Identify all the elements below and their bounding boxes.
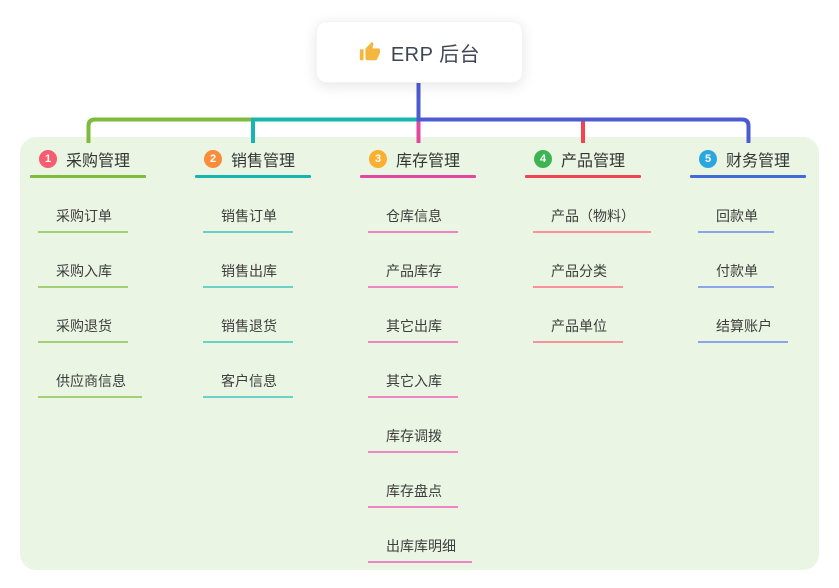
child-node-label: 销售订单 — [203, 206, 293, 233]
branch-number-badge: 3 — [369, 150, 387, 168]
branch-underline — [360, 175, 476, 178]
child-node[interactable]: 采购退货 — [30, 288, 146, 343]
connector-branch1 — [86, 117, 253, 143]
branch-children: 仓库信息 产品库存 其它出库 其它入库 库存调拨 — [360, 178, 476, 563]
child-node-label: 采购订单 — [38, 206, 128, 233]
branch-finance: 5 财务管理 回款单 付款单 结算账户 — [690, 146, 806, 343]
child-node[interactable]: 库存调拨 — [360, 398, 476, 453]
branch-children: 回款单 付款单 结算账户 — [690, 178, 806, 343]
child-node[interactable]: 结算账户 — [690, 288, 806, 343]
branch-product: 4 产品管理 产品（物料） 产品分类 产品单位 — [525, 146, 651, 343]
child-node-label: 库存盘点 — [368, 481, 458, 508]
root-node-erp[interactable]: ERP 后台 — [316, 21, 523, 83]
branch-inventory-header[interactable]: 3 库存管理 — [360, 146, 476, 172]
child-node[interactable]: 其它出库 — [360, 288, 476, 343]
branch-sales: 2 销售管理 销售订单 销售出库 销售退货 客户信息 — [195, 146, 311, 398]
connector-root-and-branch5 — [416, 83, 751, 143]
child-node-label: 客户信息 — [203, 371, 293, 398]
branch-children: 产品（物料） 产品分类 产品单位 — [525, 178, 651, 343]
child-node-label: 采购退货 — [38, 316, 128, 343]
child-node[interactable]: 其它入库 — [360, 343, 476, 398]
child-node-label: 销售出库 — [203, 261, 293, 288]
child-node[interactable]: 回款单 — [690, 178, 806, 233]
child-node-label: 其它入库 — [368, 371, 458, 398]
child-node-label: 仓库信息 — [368, 206, 458, 233]
mindmap-background-panel — [20, 137, 819, 570]
branch-finance-header[interactable]: 5 财务管理 — [690, 146, 806, 172]
root-node-label: ERP 后台 — [390, 43, 481, 66]
child-node[interactable]: 产品库存 — [360, 233, 476, 288]
child-node-label: 产品分类 — [533, 261, 623, 288]
branch-sales-header[interactable]: 2 销售管理 — [195, 146, 311, 172]
branch-underline — [690, 175, 806, 178]
child-node-label: 产品单位 — [533, 316, 623, 343]
child-node[interactable]: 库存盘点 — [360, 453, 476, 508]
branch-number-badge: 1 — [39, 150, 57, 168]
branch-label: 产品管理 — [561, 153, 626, 170]
child-node[interactable]: 付款单 — [690, 233, 806, 288]
child-node[interactable]: 客户信息 — [195, 343, 311, 398]
branch-underline — [30, 175, 146, 178]
branch-label: 采购管理 — [66, 153, 131, 170]
child-node-label: 付款单 — [698, 261, 774, 288]
connector-branch2 — [251, 117, 418, 143]
child-node[interactable]: 销售出库 — [195, 233, 311, 288]
branch-children: 采购订单 采购入库 采购退货 供应商信息 — [30, 178, 146, 398]
child-node[interactable]: 销售退货 — [195, 288, 311, 343]
branch-number-badge: 2 — [204, 150, 222, 168]
branch-product-header[interactable]: 4 产品管理 — [525, 146, 641, 172]
child-node[interactable]: 产品单位 — [525, 288, 641, 343]
branch-purchase: 1 采购管理 采购订单 采购入库 采购退货 供应商信息 — [30, 146, 146, 398]
child-node-label: 回款单 — [698, 206, 774, 233]
child-node[interactable]: 供应商信息 — [30, 343, 146, 398]
branch-underline — [195, 175, 311, 178]
branch-label: 财务管理 — [726, 153, 791, 170]
child-node-label: 产品（物料） — [533, 206, 651, 233]
child-node-label: 结算账户 — [698, 316, 788, 343]
branch-underline — [525, 175, 641, 178]
branch-number-badge: 4 — [534, 150, 552, 168]
branch-inventory: 3 库存管理 仓库信息 产品库存 其它出库 其它入库 — [360, 146, 476, 563]
branch-number-badge: 5 — [699, 150, 717, 168]
child-node[interactable]: 出库库明细 — [360, 508, 476, 563]
child-node[interactable]: 产品分类 — [525, 233, 641, 288]
child-node[interactable]: 产品（物料） — [525, 178, 651, 233]
child-node-label: 出库库明细 — [368, 536, 472, 563]
thumbs-up-icon — [359, 41, 380, 61]
child-node-label: 采购入库 — [38, 261, 128, 288]
child-node[interactable]: 仓库信息 — [360, 178, 476, 233]
child-node[interactable]: 销售订单 — [195, 178, 311, 233]
child-node[interactable]: 采购订单 — [30, 178, 146, 233]
child-node-label: 库存调拨 — [368, 426, 458, 453]
child-node-label: 产品库存 — [368, 261, 458, 288]
child-node-label: 销售退货 — [203, 316, 293, 343]
child-node[interactable]: 采购入库 — [30, 233, 146, 288]
branch-label: 销售管理 — [231, 153, 296, 170]
child-node-label: 供应商信息 — [38, 371, 142, 398]
branch-label: 库存管理 — [396, 153, 461, 170]
branch-purchase-header[interactable]: 1 采购管理 — [30, 146, 146, 172]
child-node-label: 其它出库 — [368, 316, 458, 343]
branch-children: 销售订单 销售出库 销售退货 客户信息 — [195, 178, 311, 398]
